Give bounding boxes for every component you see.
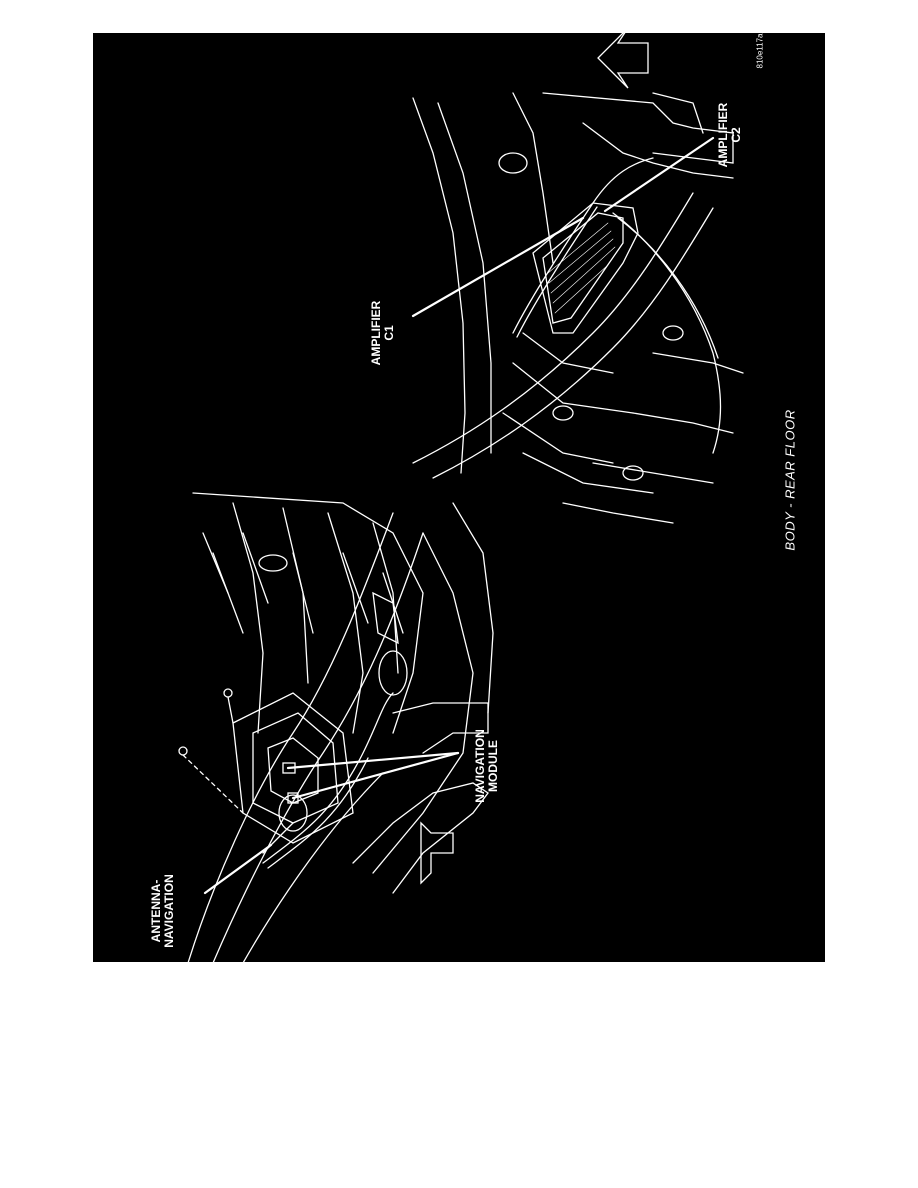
- amplifier-c2-label: AMPLIFIER C2: [716, 103, 743, 168]
- figure-caption: BODY - REAR FLOOR: [782, 409, 798, 551]
- fwd-arrow-upper: [597, 33, 649, 89]
- navigation-module-line2: MODULE: [486, 740, 500, 792]
- leader-lines: [203, 136, 715, 895]
- amplifier-c1-line2: C1: [382, 325, 396, 341]
- antenna-navigation-line2: NAVIGATION: [162, 874, 176, 948]
- upper-right-view: [412, 92, 744, 524]
- navigation-module-label: NAVIGATION MODULE: [473, 729, 500, 803]
- figure-id: 810e117a: [755, 33, 765, 69]
- fwd-arrow-lower: [420, 821, 454, 885]
- amplifier-c2-line2: C2: [729, 127, 743, 143]
- amplifier-c1-label: AMPLIFIER C1: [369, 301, 396, 366]
- lower-left-view: [178, 492, 494, 962]
- diagram-frame: ANTENNA- NAVIGATION NAVIGATION MODULE AM…: [93, 33, 825, 962]
- antenna-navigation-label: ANTENNA- NAVIGATION: [149, 874, 176, 948]
- line-art: [178, 33, 744, 962]
